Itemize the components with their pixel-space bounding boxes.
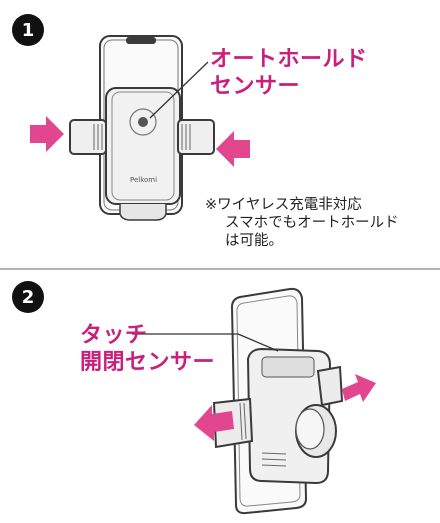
section-divider <box>0 268 440 270</box>
arrow-left-icon <box>216 131 250 167</box>
callout-line-1: タッチ <box>80 323 148 348</box>
callout-line-2: 開閉センサー <box>80 350 216 375</box>
step-1-panel: Pelkomi 1 オートホールド センサー ※ワイヤレス充電非対応 スマホでも… <box>12 14 399 250</box>
phone-holder-angled-illustration <box>132 287 376 515</box>
device-brand-label: Pelkomi <box>130 176 158 184</box>
squeeze-arrows <box>30 116 250 167</box>
callout-line-2: センサー <box>210 74 301 99</box>
arrow-open-left-icon <box>194 405 234 441</box>
note-line-1: ※ワイヤレス充電非対応 <box>205 197 362 213</box>
arrow-open-right-icon <box>342 374 376 402</box>
phone-holder-front-illustration <box>69 35 215 221</box>
auto-hold-sensor-label: オートホールド センサー <box>210 46 368 100</box>
arrow-right-icon <box>30 116 64 152</box>
step-2-panel: 2 タッチ 開閉センサー <box>0 271 440 523</box>
compatibility-note: ※ワイヤレス充電非対応 スマホでもオートホールド は可能。 <box>205 196 399 250</box>
touch-open-close-sensor-label: タッチ 開閉センサー <box>80 322 215 376</box>
note-line-2: スマホでもオートホールド <box>225 215 399 231</box>
step-2-badge: 2 <box>12 281 44 313</box>
note-line-3: は可能。 <box>225 233 283 249</box>
step-1-badge: 1 <box>12 14 44 46</box>
callout-line-1: オートホールド <box>210 47 368 72</box>
